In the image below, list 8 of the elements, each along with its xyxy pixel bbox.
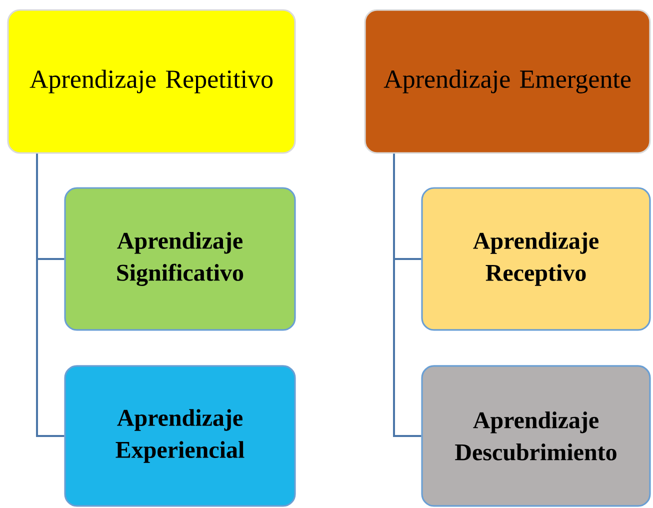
process-box: Aprendizaje Significativo bbox=[64, 187, 296, 331]
process-box: Aprendizaje Descubrimiento bbox=[421, 365, 651, 507]
category-box: Aprendizaje Repetitivo bbox=[7, 9, 296, 154]
connector-line bbox=[36, 154, 64, 437]
category-box: Aprendizaje Emergente bbox=[364, 9, 651, 154]
process-box: Aprendizaje Receptivo bbox=[421, 187, 651, 331]
connector-line bbox=[393, 154, 422, 437]
process-box: Aprendizaje Experiencial bbox=[64, 365, 296, 507]
